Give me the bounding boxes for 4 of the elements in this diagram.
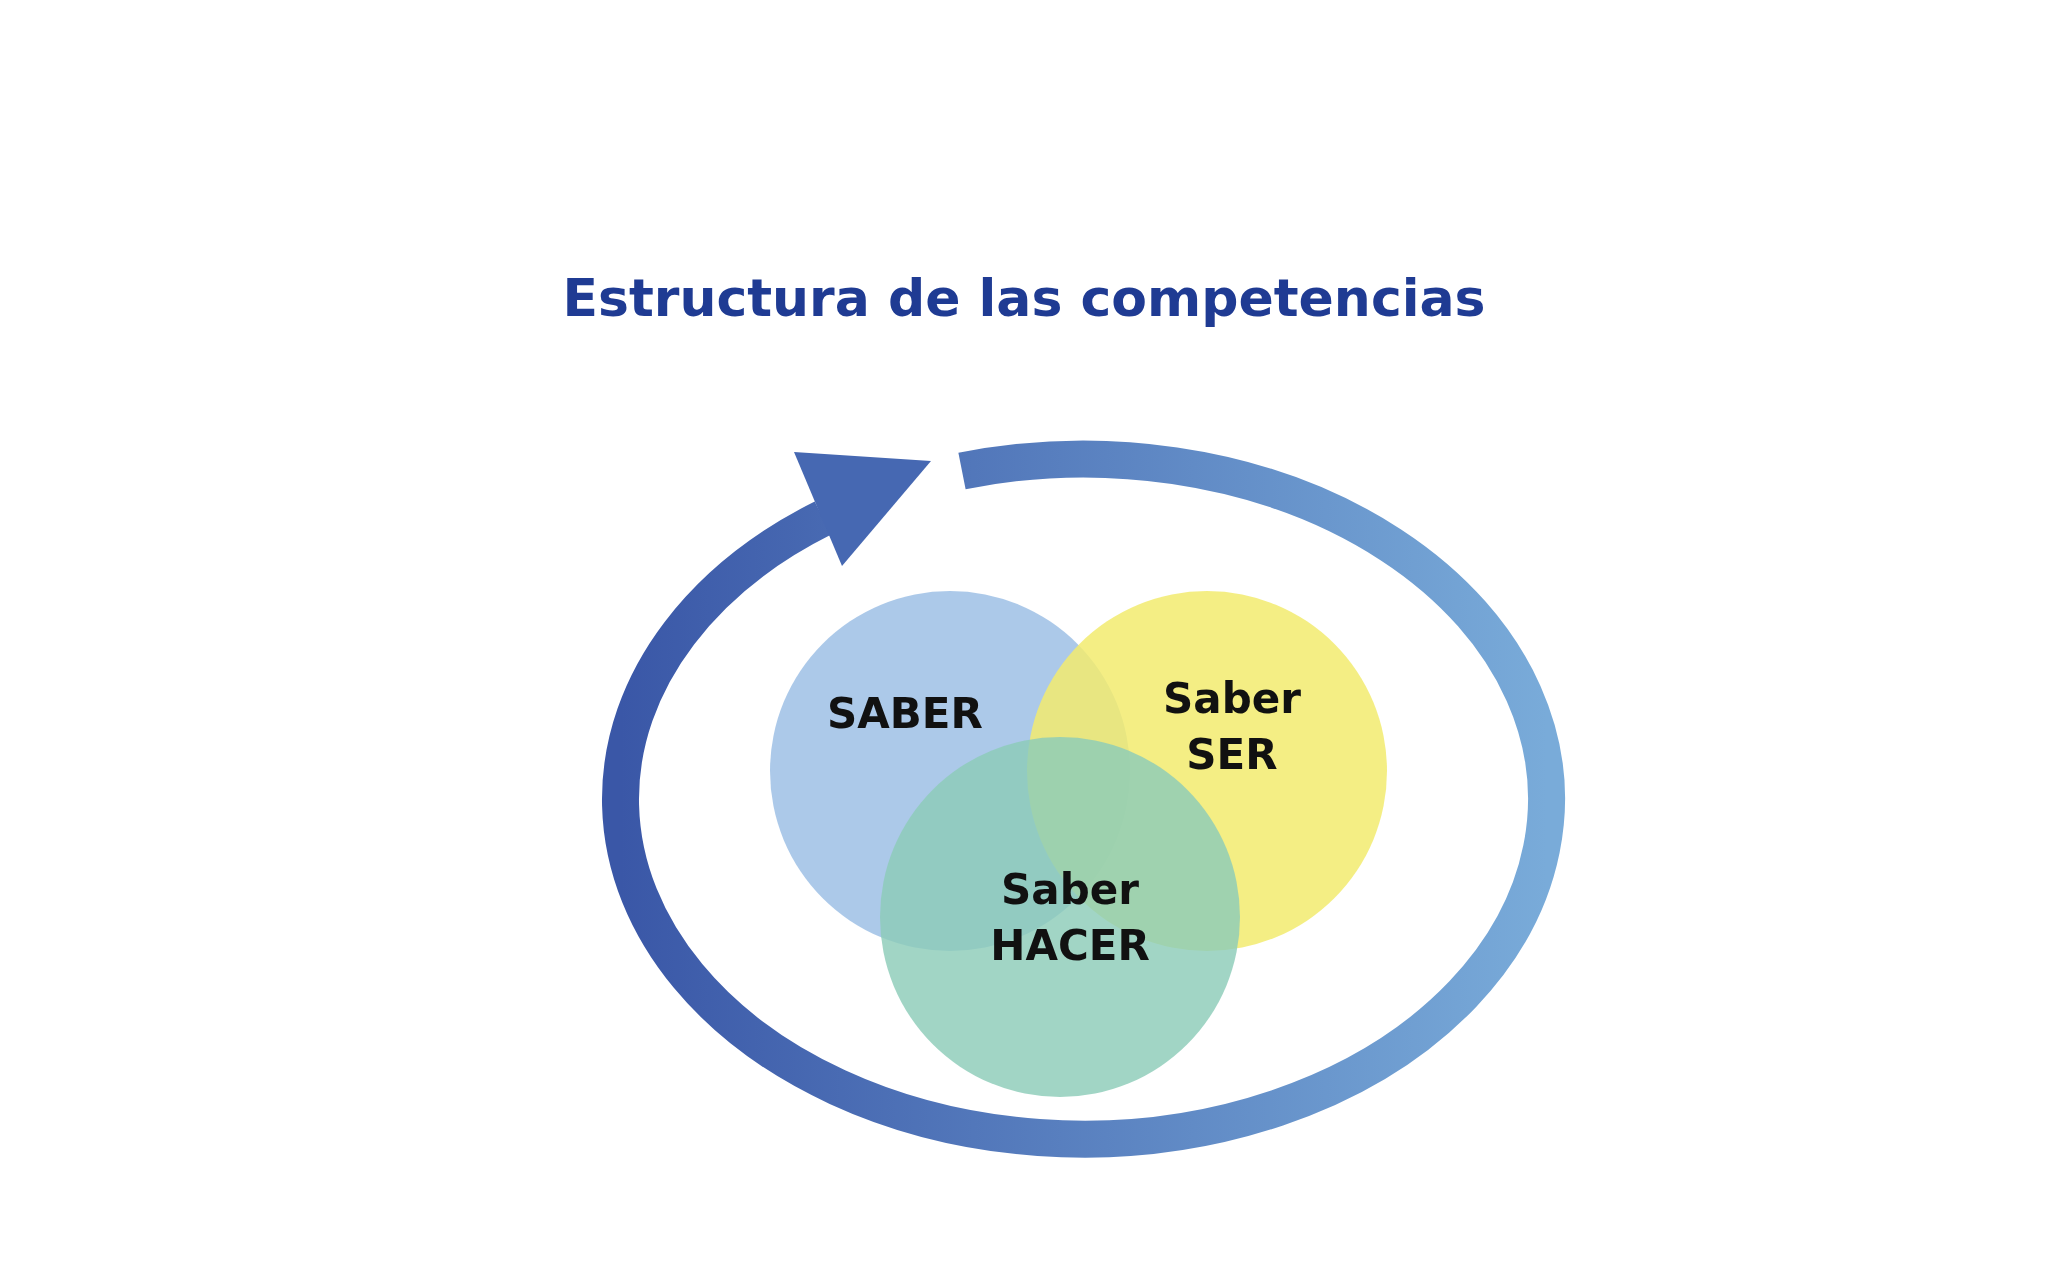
circle-label: SABER: [826, 688, 984, 740]
circle-label: Saber SER: [1162, 673, 1302, 781]
circle-label: Saber HACER: [989, 864, 1151, 972]
diagram-title: Estructura de las competencias: [562, 268, 1486, 328]
